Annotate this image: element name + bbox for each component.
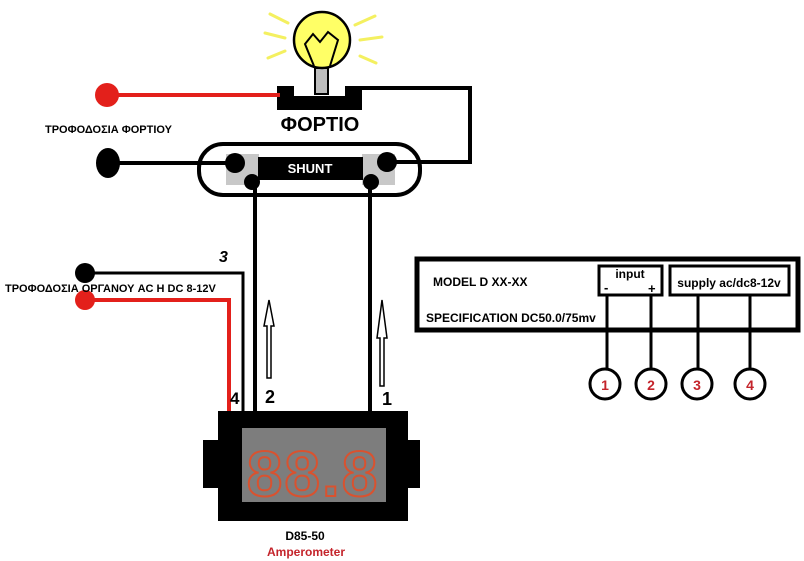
input-label: input [615, 267, 644, 281]
specification-label: SPECIFICATION DC50.0/75mv [426, 311, 596, 325]
terminal-number: 4 [746, 377, 754, 393]
wire-4-label: 4 [230, 389, 240, 408]
load-supply-negative-terminal [96, 148, 120, 178]
lamp-socket [277, 86, 362, 110]
terminal-1: 1 [588, 367, 622, 401]
arrow-up-icon [376, 299, 388, 387]
meter-display: 88.8 [247, 438, 380, 510]
meter-model: D85-50 [285, 529, 325, 543]
wire-2-label: 2 [265, 387, 275, 407]
input-plus: + [648, 281, 656, 296]
amperometer: 88.8 [203, 411, 420, 521]
meter-name: Amperometer [267, 545, 345, 559]
arrow-up-icon [263, 299, 275, 379]
model-label: MODEL D XX-XX [433, 275, 527, 289]
terminal-2: 2 [634, 367, 668, 401]
terminal-number: 1 [601, 377, 609, 393]
load-return-wire [345, 86, 472, 164]
terminal-4: 4 [733, 367, 767, 401]
terminal-3: 3 [680, 367, 714, 401]
wire-3-label: 3 [219, 249, 228, 266]
load-supply-positive-terminal [95, 83, 119, 107]
instrument-supply-red-wire [85, 298, 231, 414]
wire-1-label: 1 [382, 389, 392, 409]
instrument-supply-red-terminal [75, 290, 95, 310]
supply-label: supply ac/dc8-12v [677, 276, 781, 290]
terminal-number: 3 [693, 377, 701, 393]
load-label: ΦΟΡΤΙΟ [281, 114, 360, 136]
instrument-supply-label: ΤΡΟΦΟΔΟΣΙΑ ΟΡΓΑΝΟΥ AC H DC 8-12V [5, 283, 216, 295]
instrument-supply-black-terminal [75, 263, 95, 283]
spec-panel: MODEL D XX-XX SPECIFICATION DC50.0/75mv … [414, 256, 801, 401]
shunt-label: SHUNT [288, 161, 333, 176]
light-rays [263, 12, 384, 65]
terminal-number: 2 [647, 377, 655, 393]
light-bulb-icon [292, 10, 352, 95]
load-supply-label: ΤΡΟΦΟΔΟΣΙΑ ΦΟΡΤΙΟΥ [45, 124, 173, 136]
instrument-supply-black-wire [85, 271, 245, 414]
shunt: SHUNT [197, 142, 422, 197]
input-minus: - [604, 280, 608, 295]
